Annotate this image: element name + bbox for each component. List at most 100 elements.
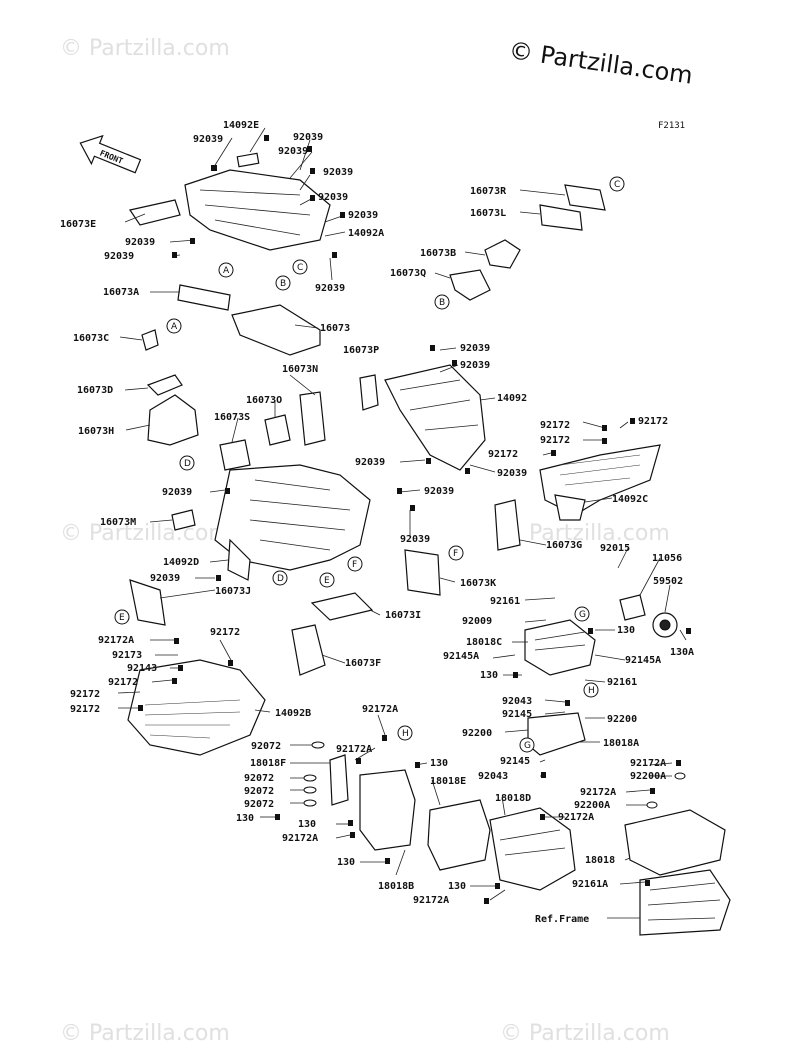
part-label: 16073P <box>343 345 379 356</box>
reference-frame <box>639 869 731 936</box>
part-label: 92039 <box>278 146 308 157</box>
mat-16073C <box>141 329 159 351</box>
callout-D-left: D <box>179 455 195 471</box>
part-label: 18018D <box>495 793 531 804</box>
part-label: 92172 <box>638 416 668 427</box>
part-label: 18018A <box>603 738 639 749</box>
part-label: 16073E <box>60 219 96 230</box>
part-label: 92172 <box>210 627 240 638</box>
fan-59502 <box>652 612 678 638</box>
part-label: 92172A <box>362 704 398 715</box>
part-label: 92043 <box>502 696 532 707</box>
callout-E-mid: E <box>319 572 335 588</box>
front-direction-arrow: FRONT <box>79 134 142 174</box>
part-label: 16073G <box>546 540 582 551</box>
part-label: 130 <box>430 758 448 769</box>
part-label: 16073K <box>460 578 496 589</box>
part-label: 59502 <box>653 576 683 587</box>
svg-text:F: F <box>352 560 357 570</box>
svg-text:E: E <box>324 576 330 586</box>
part-label: 92072 <box>244 773 274 784</box>
mat-16073A <box>177 284 231 311</box>
svg-text:G: G <box>579 610 586 620</box>
watermark-bottom-left: © Partzilla.com <box>60 1021 230 1046</box>
part-label: 92161A <box>572 879 608 890</box>
part-label: 16073O <box>246 395 282 406</box>
part-label: 92039 <box>497 468 527 479</box>
part-label: 92200 <box>462 728 492 739</box>
part-label: 130 <box>617 625 635 636</box>
part-label: 16073L <box>470 208 506 219</box>
part-label: 92039 <box>315 283 345 294</box>
part-label: 92161 <box>607 677 637 688</box>
part-label: 16073H <box>78 426 114 437</box>
callout-A-top: A <box>218 262 234 278</box>
part-label: 92172 <box>70 689 100 700</box>
part-label: 92039 <box>400 534 430 545</box>
part-label: 16073Q <box>390 268 426 279</box>
mat-16073M <box>171 509 196 531</box>
central-tunnel-14092D <box>214 464 371 581</box>
part-label: 130 <box>337 857 355 868</box>
callout-G-right: G <box>574 606 590 622</box>
part-label: 92172A <box>98 635 134 646</box>
box-18018C <box>524 619 596 676</box>
mat-16073J <box>129 579 166 626</box>
part-label: 16073I <box>385 610 421 621</box>
part-label: 130 <box>480 670 498 681</box>
svg-text:A: A <box>223 266 230 276</box>
leader-lines <box>117 127 687 919</box>
part-label: 16073D <box>77 385 113 396</box>
part-label: 92039 <box>193 134 223 145</box>
part-label: 92043 <box>478 771 508 782</box>
mat-16073O <box>264 414 291 446</box>
svg-text:B: B <box>439 298 445 308</box>
mat-16073B <box>484 239 521 269</box>
housing-18018B <box>359 769 416 851</box>
reference-frame-label: Ref.Frame <box>535 914 589 925</box>
part-label: 92145 <box>500 756 530 767</box>
part-label: 18018 <box>585 855 615 866</box>
bracket-18018F <box>329 754 349 806</box>
part-label: 92145A <box>625 655 661 666</box>
part-label: 92039 <box>460 343 490 354</box>
part-label: 18018B <box>378 881 414 892</box>
plate-18018 <box>624 809 726 876</box>
svg-text:C: C <box>614 180 620 190</box>
part-label: 92039 <box>293 132 323 143</box>
part-label: 92143 <box>127 663 157 674</box>
upper-housing-part <box>129 152 331 251</box>
part-label: 92072 <box>251 741 281 752</box>
part-label: 92172A <box>282 833 318 844</box>
part-number-labels: 14092E 92039 92039 92039 92039 92039 920… <box>60 120 694 925</box>
part-label: 14092 <box>497 393 527 404</box>
callout-markers: C A B A C B D F F D E E G H H G <box>114 176 625 753</box>
bracket-11056 <box>619 594 646 621</box>
part-label: 130 <box>448 881 466 892</box>
cover-18018A <box>527 712 586 756</box>
part-label: 130A <box>670 647 694 658</box>
callout-E-left: E <box>114 609 130 625</box>
part-label: 92173 <box>112 650 142 661</box>
part-label: 92039 <box>104 251 134 262</box>
part-label: 18018F <box>250 758 286 769</box>
part-label: 92145A <box>443 651 479 662</box>
callout-H-right: H <box>583 682 599 698</box>
part-label: 92172 <box>540 435 570 446</box>
part-label: 130 <box>236 813 254 824</box>
svg-text:E: E <box>119 613 125 623</box>
watermark-bottom-right: © Partzilla.com <box>500 1021 670 1046</box>
mat-16073F <box>291 624 326 676</box>
part-label: 92145 <box>502 709 532 720</box>
part-label: 92039 <box>460 360 490 371</box>
part-label: 92200 <box>607 714 637 725</box>
part-label: 14092B <box>275 708 311 719</box>
callout-C-right: C <box>609 176 625 192</box>
callout-B-top: B <box>275 275 291 291</box>
right-console-14092C <box>539 444 661 521</box>
part-label: 18018C <box>466 637 502 648</box>
part-label: 16073C <box>73 333 109 344</box>
callout-A-left: A <box>166 318 182 334</box>
part-label: 14092D <box>163 557 199 568</box>
